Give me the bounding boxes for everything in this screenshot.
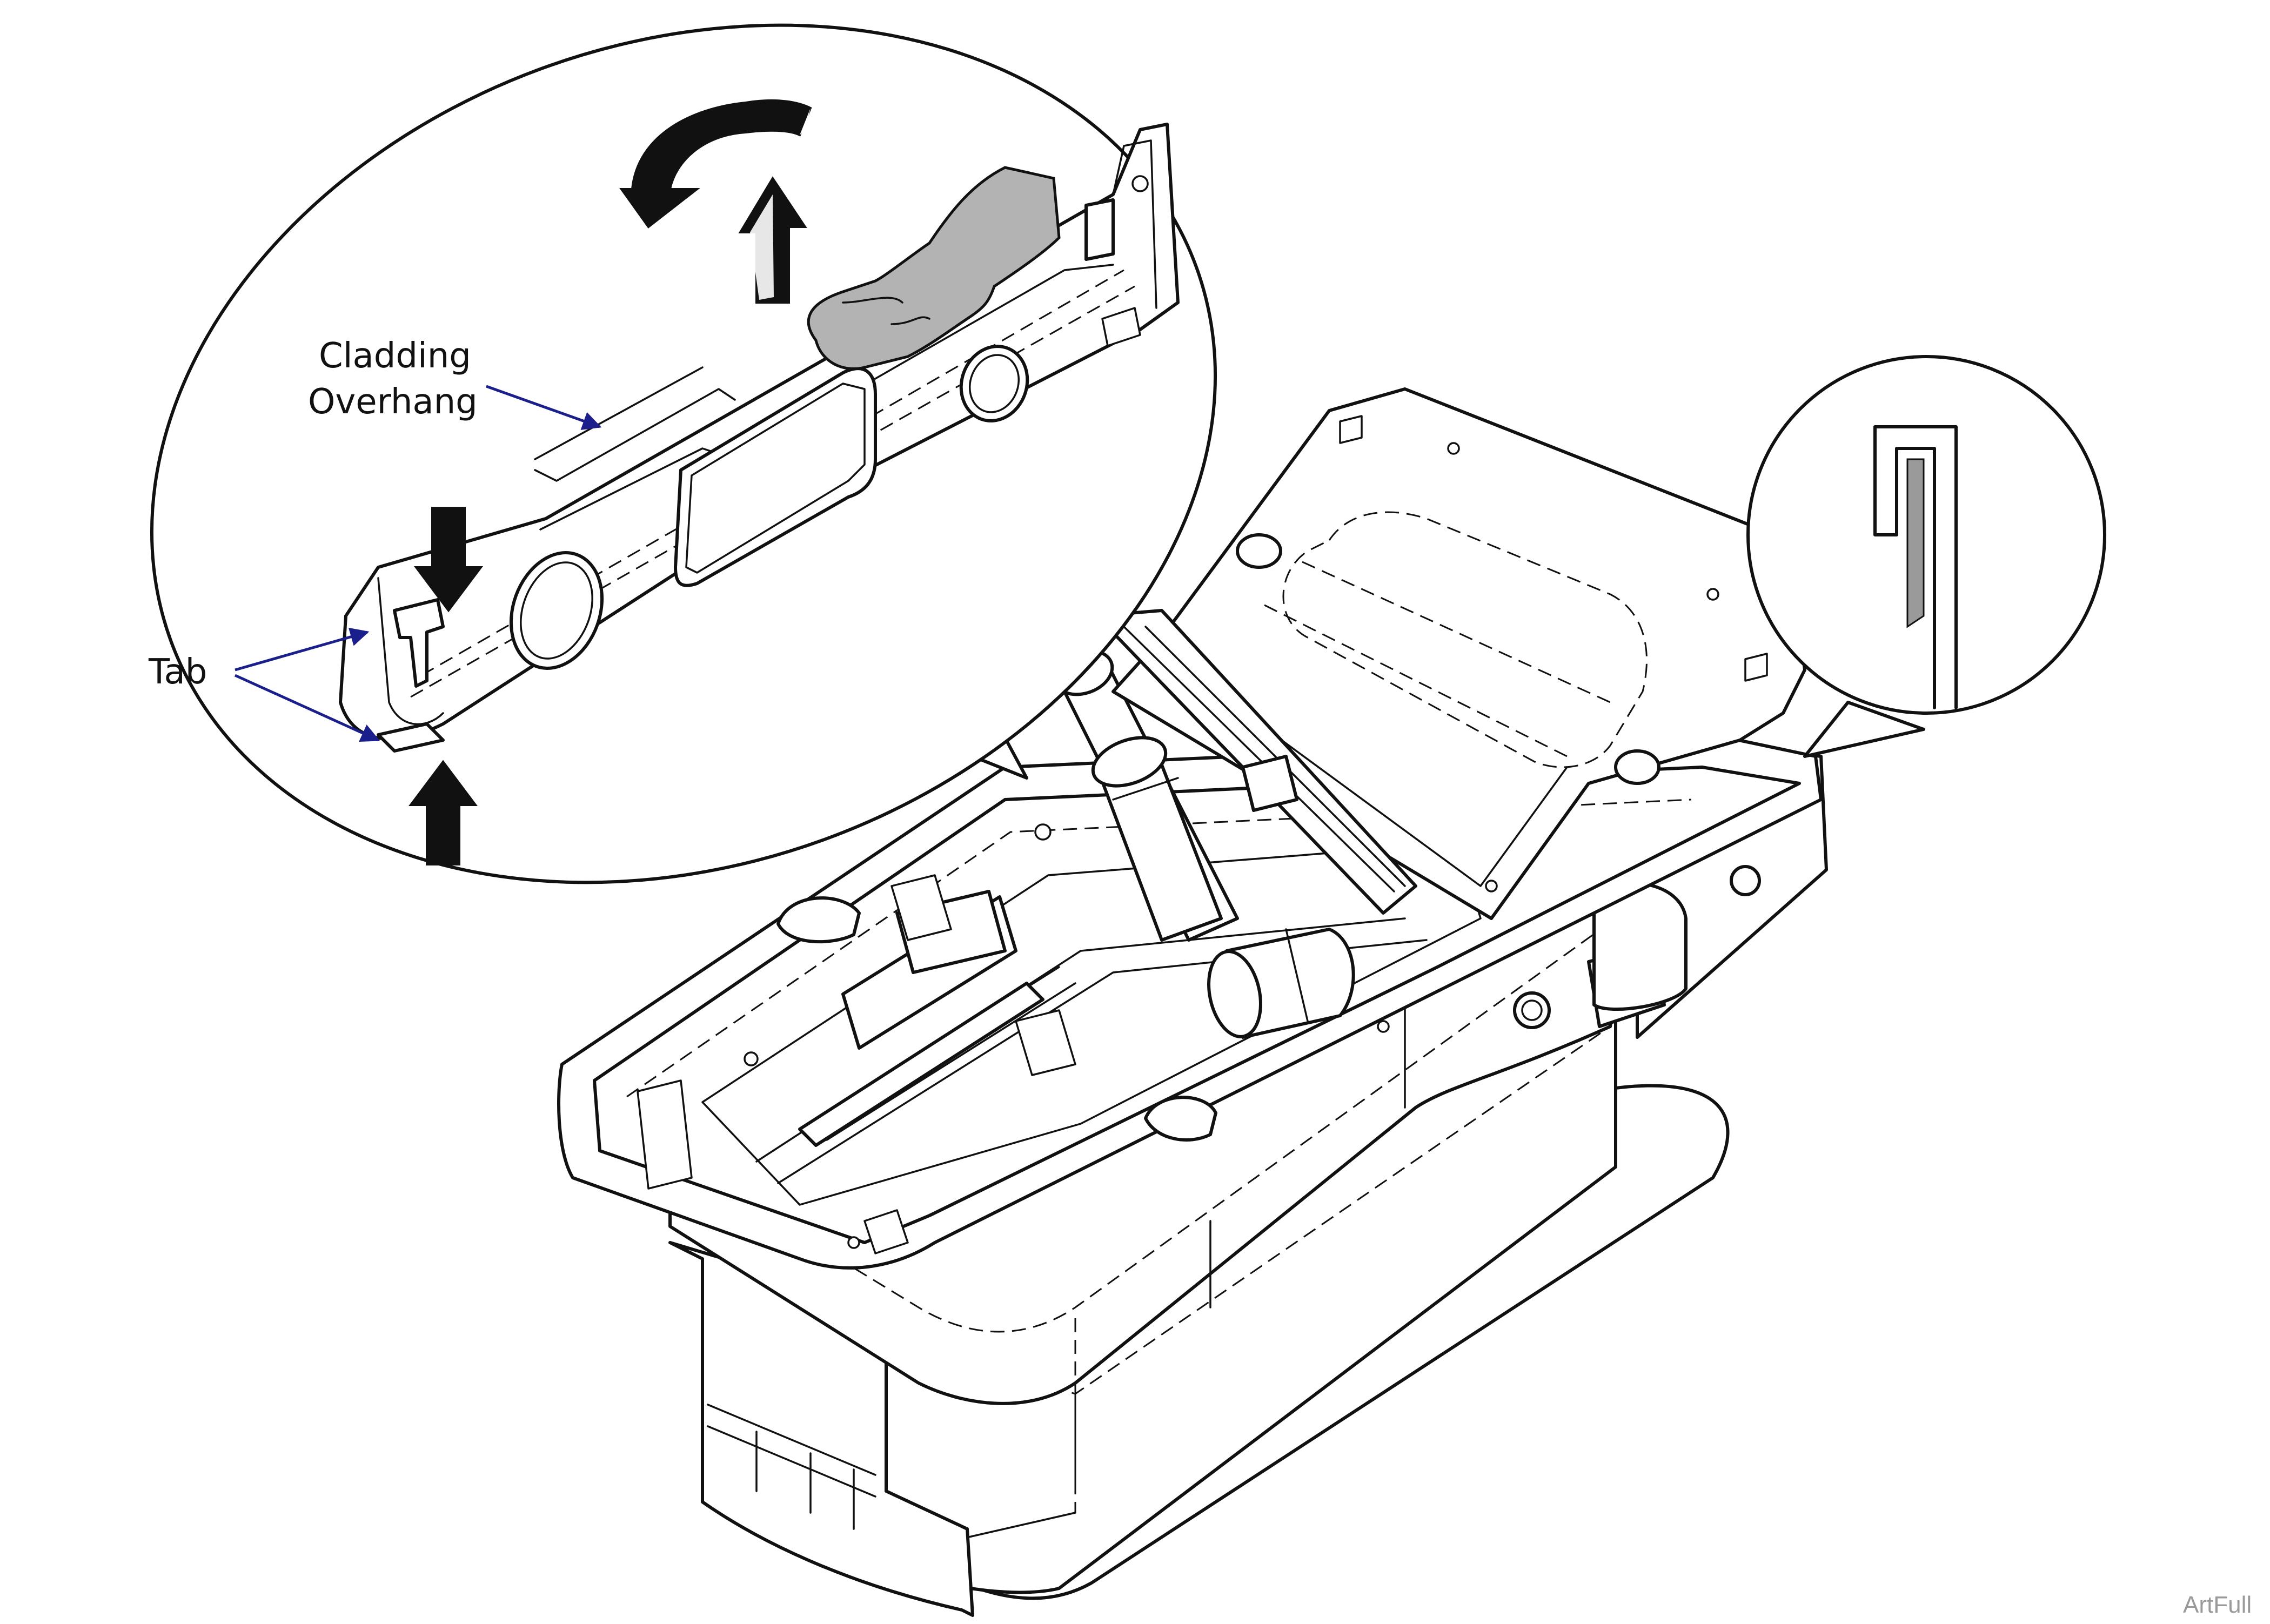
tab-upper xyxy=(393,598,445,688)
cladding-label-line1: Cladding xyxy=(319,336,471,376)
pedestal-left xyxy=(668,1241,974,1617)
down-arrow-icon xyxy=(414,507,483,613)
tab-callout-arrow-lower xyxy=(234,674,380,742)
tab-callout-arrow-upper xyxy=(235,627,370,672)
up-arrow-icon xyxy=(409,760,478,865)
tab-lower xyxy=(377,722,445,753)
cladding-callout-arrow xyxy=(486,385,602,430)
watermark: ArtFull xyxy=(2183,1592,2252,1618)
cladding-label-line2: Overhang xyxy=(308,382,478,422)
slot-detail-circle xyxy=(1746,355,2106,758)
cladding-detail-ellipse: Cladding Overhang Tab xyxy=(148,23,1217,884)
tab-label: Tab xyxy=(148,652,207,692)
cladding-window xyxy=(674,367,877,587)
hand-icon xyxy=(807,166,1061,371)
exam-table-body xyxy=(557,387,1828,1617)
slot-tab xyxy=(1906,458,1925,628)
